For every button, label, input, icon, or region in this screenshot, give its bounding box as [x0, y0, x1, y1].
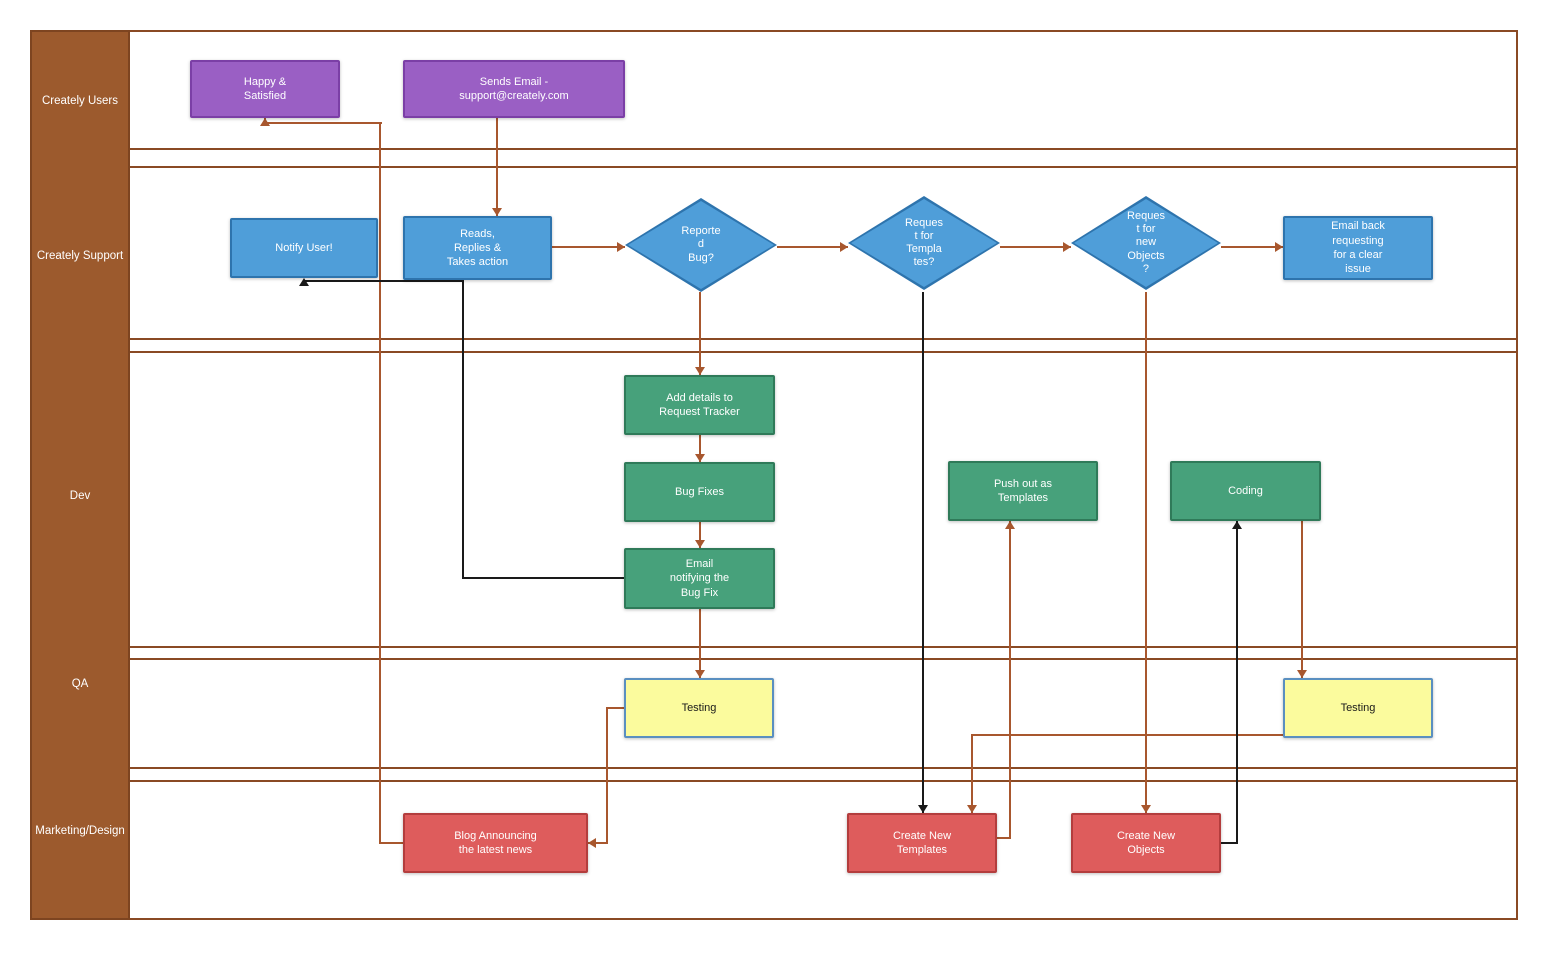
connector	[971, 734, 973, 813]
arrowhead	[1141, 805, 1151, 813]
arrowhead	[1063, 242, 1071, 252]
lane-divider	[130, 780, 1518, 782]
node-testing-bugfix[interactable]: Testing	[624, 678, 774, 738]
node-label: Email notifying the Bug Fix	[669, 558, 730, 599]
arrowhead	[492, 208, 502, 216]
connector	[606, 707, 608, 844]
connector	[1009, 521, 1011, 839]
node-label: Testing	[681, 701, 717, 714]
connector	[1236, 521, 1238, 844]
node-sends-email[interactable]: Sends Email - support@creately.com	[403, 60, 625, 118]
node-coding[interactable]: Coding	[1170, 461, 1321, 521]
connector	[1145, 292, 1147, 813]
lane-divider	[130, 166, 1518, 168]
arrowhead	[1297, 670, 1307, 678]
connector	[304, 280, 464, 282]
connector	[777, 246, 848, 248]
arrowhead	[299, 278, 309, 286]
arrowhead	[695, 454, 705, 462]
node-label: Push out as Templates	[993, 477, 1053, 504]
connector	[922, 292, 924, 813]
connector	[552, 246, 625, 248]
arrowhead	[588, 838, 596, 848]
lane-label-creately-users: Creately Users	[41, 95, 119, 107]
connector	[379, 842, 403, 844]
connector	[699, 435, 701, 462]
node-label: Email back requesting for a clear issue	[1331, 220, 1385, 276]
node-label: Reques t for new Objects ?	[1127, 210, 1165, 275]
node-notify-user[interactable]: Notify User!	[230, 218, 378, 278]
node-bug-fixes[interactable]: Bug Fixes	[624, 462, 775, 522]
lane-divider	[130, 338, 1518, 340]
node-add-details-request-tracker[interactable]: Add details to Request Tracker	[624, 375, 775, 435]
arrowhead	[617, 242, 625, 252]
connector	[264, 122, 382, 124]
decision-reported-bug[interactable]: Reporte d Bug?	[625, 198, 777, 292]
lane-label-creately-support: Creately Support	[36, 250, 124, 262]
connector	[699, 609, 701, 678]
lane-label-dev: Dev	[69, 490, 91, 502]
connector	[1301, 521, 1303, 678]
arrowhead	[1232, 521, 1242, 529]
connector	[607, 707, 624, 709]
connector	[699, 522, 701, 548]
lane-divider	[130, 658, 1518, 660]
lane-divider	[130, 351, 1518, 353]
node-label: Sends Email - support@creately.com	[459, 75, 569, 102]
connector	[1000, 246, 1071, 248]
node-label: Coding	[1228, 484, 1263, 497]
node-label: Testing	[1340, 701, 1376, 714]
decision-request-for-templates[interactable]: Reques t for Templa tes?	[848, 196, 1000, 290]
node-email-notifying-bug-fix[interactable]: Email notifying the Bug Fix	[624, 548, 775, 609]
connector	[1221, 246, 1283, 248]
node-create-new-objects[interactable]: Create New Objects	[1071, 813, 1221, 873]
arrowhead	[840, 242, 848, 252]
connector	[997, 837, 1011, 839]
lane-divider	[130, 767, 1518, 769]
connector	[496, 118, 498, 216]
connector	[1221, 842, 1238, 844]
arrowhead	[918, 805, 928, 813]
node-reads-replies-takes-action[interactable]: Reads, Replies & Takes action	[403, 216, 552, 280]
decision-request-for-new-objects[interactable]: Reques t for new Objects ?	[1071, 196, 1221, 290]
node-push-out-as-templates[interactable]: Push out as Templates	[948, 461, 1098, 521]
connector	[972, 734, 1283, 736]
node-label: Reques t for Templa tes?	[905, 216, 943, 269]
node-label: Reporte d Bug?	[681, 225, 721, 264]
node-create-new-templates[interactable]: Create New Templates	[847, 813, 997, 873]
connector	[699, 292, 701, 375]
node-label: Add details to Request Tracker	[659, 391, 740, 418]
connector	[462, 280, 464, 579]
connector	[379, 122, 381, 844]
node-label: Happy & Satisfied	[243, 75, 287, 102]
arrowhead	[260, 118, 270, 126]
arrowhead	[967, 805, 977, 813]
connector	[462, 577, 624, 579]
lane-label-marketing-design: Marketing/Design	[35, 825, 125, 837]
arrowhead	[695, 540, 705, 548]
node-happy-satisfied[interactable]: Happy & Satisfied	[190, 60, 340, 118]
arrowhead	[1275, 242, 1283, 252]
lane-divider	[130, 646, 1518, 648]
arrowhead	[695, 670, 705, 678]
arrowhead	[695, 367, 705, 375]
node-blog-announcing[interactable]: Blog Announcing the latest news	[403, 813, 588, 873]
swimlane-header-column	[30, 30, 130, 920]
node-label: Blog Announcing the latest news	[454, 829, 537, 856]
connector	[588, 842, 608, 844]
node-label: Create New Templates	[892, 829, 952, 856]
node-label: Create New Objects	[1116, 829, 1176, 856]
lane-label-qa: QA	[71, 678, 89, 690]
arrowhead	[1005, 521, 1015, 529]
node-label: Bug Fixes	[675, 485, 724, 498]
node-label: Reads, Replies & Takes action	[446, 227, 509, 269]
node-label: Notify User!	[275, 241, 333, 254]
lane-divider	[130, 148, 1518, 150]
node-testing-objects[interactable]: Testing	[1283, 678, 1433, 738]
node-email-back-requesting[interactable]: Email back requesting for a clear issue	[1283, 216, 1433, 280]
